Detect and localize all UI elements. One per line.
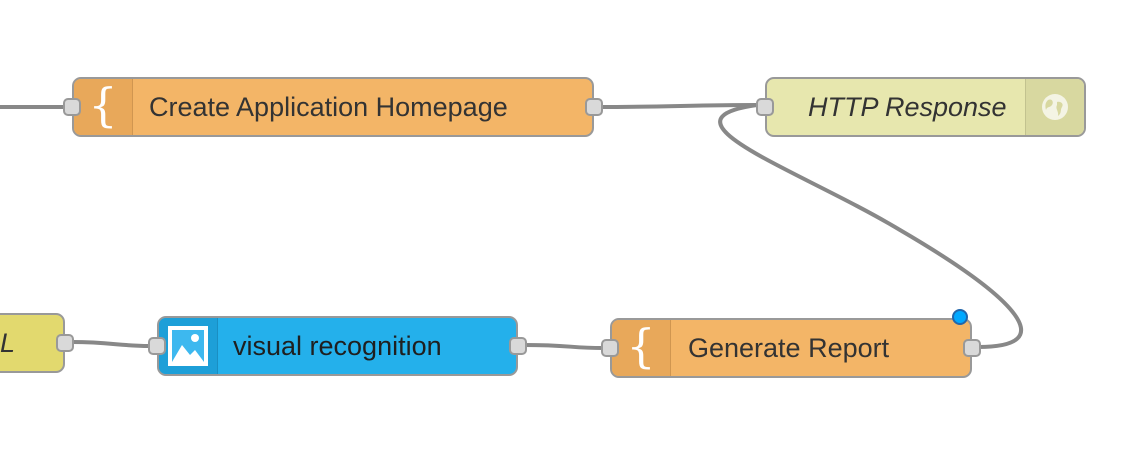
node-generate-report[interactable]: { Generate Report (601, 309, 981, 378)
input-port[interactable] (756, 98, 774, 116)
node-icon-area: { (612, 320, 671, 376)
node-icon-area (1025, 79, 1084, 135)
image-icon (168, 326, 208, 366)
wire-generate-report-to-http-response[interactable] (718, 103, 1024, 349)
output-port[interactable] (585, 98, 603, 116)
input-port[interactable] (148, 337, 166, 355)
input-port[interactable] (63, 98, 81, 116)
node-label: HTTP Response (808, 91, 1007, 122)
wire-create-homepage-to-http-response[interactable] (598, 103, 759, 109)
input-port[interactable] (601, 339, 619, 357)
node-http-response[interactable]: HTTP Response (756, 77, 1086, 137)
globe-icon (1042, 94, 1068, 120)
node-label: Generate Report (688, 332, 890, 363)
output-port[interactable] (56, 334, 74, 352)
node-label: L (0, 327, 16, 358)
node-label: visual recognition (233, 330, 442, 361)
output-port[interactable] (963, 339, 981, 357)
output-port[interactable] (509, 337, 527, 355)
function-brace-icon: { (88, 78, 118, 132)
function-brace-icon: { (626, 319, 656, 373)
node-create-application-homepage[interactable]: { Create Application Homepage (63, 77, 603, 137)
node-changed-indicator (952, 309, 968, 325)
wire-partial-to-visual-recognition[interactable] (70, 340, 151, 348)
node-partial-left[interactable]: L (0, 313, 74, 373)
node-visual-recognition[interactable]: visual recognition (148, 316, 527, 376)
node-icon-area: { (74, 79, 133, 135)
wire-visual-recognition-to-generate-report[interactable] (522, 343, 605, 350)
node-label: Create Application Homepage (149, 91, 508, 122)
node-icon-area (159, 318, 218, 374)
